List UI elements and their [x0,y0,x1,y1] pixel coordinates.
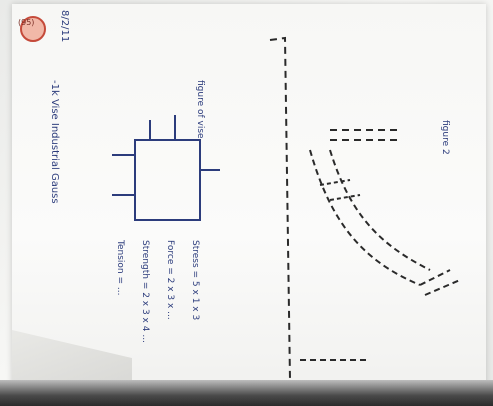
inner-detail-2 [329,194,361,201]
dashed-boundary [269,36,291,381]
calc-line-3: Force = 2 x 3 x ... [165,240,175,320]
curve-inner [329,149,431,271]
date-mark: 8/2/11 [59,10,70,43]
calc-line-1: Tension = ... [115,240,125,296]
corner-mark: (95) [18,18,35,27]
calc-line-2: Strength = 2 x 3 x 4 ... [140,240,150,343]
figure-label-1: figure of vise [195,80,205,139]
box-diagram [134,139,201,221]
calc-line-4: Stress = 5 x 1 x 3 [190,240,200,321]
end-link [419,269,451,286]
vertical-title: -1k Vise Industrial Gauss [49,80,60,204]
figure-label-2: figure 2 [440,120,450,155]
bottom-shadow [0,380,493,406]
end-link-2 [424,279,461,296]
inner-detail [319,179,351,186]
paper-sheet [12,4,486,392]
corner-stamp [20,16,46,42]
curve-outer [309,149,421,286]
